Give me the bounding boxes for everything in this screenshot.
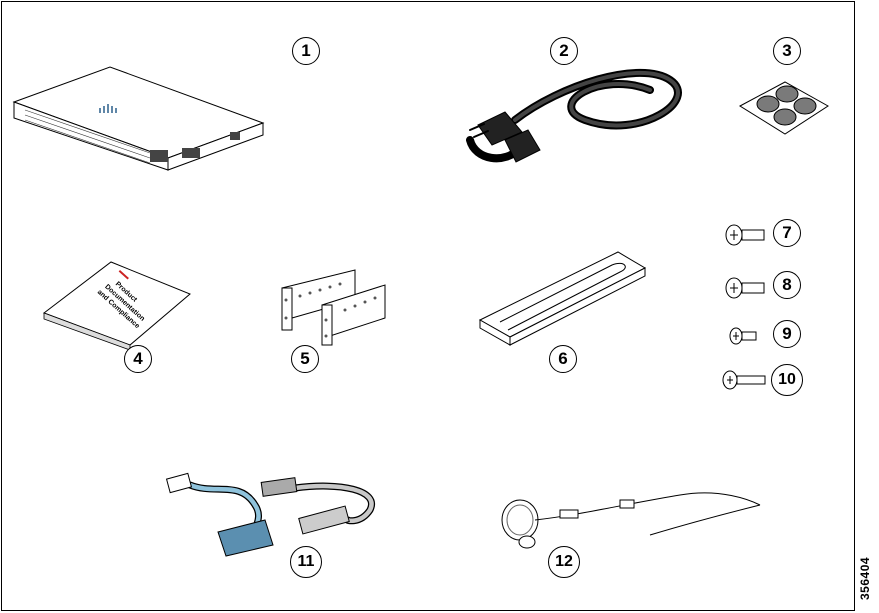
screw-10-icon	[722, 370, 766, 390]
callout-1: 1	[292, 37, 320, 65]
screw-8-icon	[725, 277, 765, 299]
callout-2: 2	[550, 37, 578, 65]
callout-7: 7	[773, 219, 801, 247]
cable-guide-icon	[478, 251, 647, 346]
screw-9-icon	[729, 327, 757, 345]
rubber-feet-icon	[739, 81, 829, 135]
callout-10: 10	[771, 364, 803, 396]
callout-4: 4	[124, 345, 152, 373]
grounding-strap-icon	[501, 492, 761, 549]
figure-id: 356404	[858, 556, 872, 600]
callout-11: 11	[290, 546, 322, 578]
switch-chassis-icon	[12, 66, 265, 171]
callout-6: 6	[549, 345, 577, 373]
screw-7-icon	[725, 224, 765, 246]
rack-mount-brackets-icon	[281, 269, 386, 346]
callout-5: 5	[291, 345, 319, 373]
callout-8: 8	[773, 271, 801, 299]
callout-3: 3	[773, 37, 801, 65]
figure-frame	[1, 1, 855, 611]
callout-9: 9	[773, 320, 801, 348]
product-documentation-icon: Product Documentation and Compliance	[42, 261, 191, 351]
power-cord-icon	[466, 68, 682, 163]
console-cable-icon	[165, 472, 375, 557]
callout-12: 12	[548, 546, 580, 578]
